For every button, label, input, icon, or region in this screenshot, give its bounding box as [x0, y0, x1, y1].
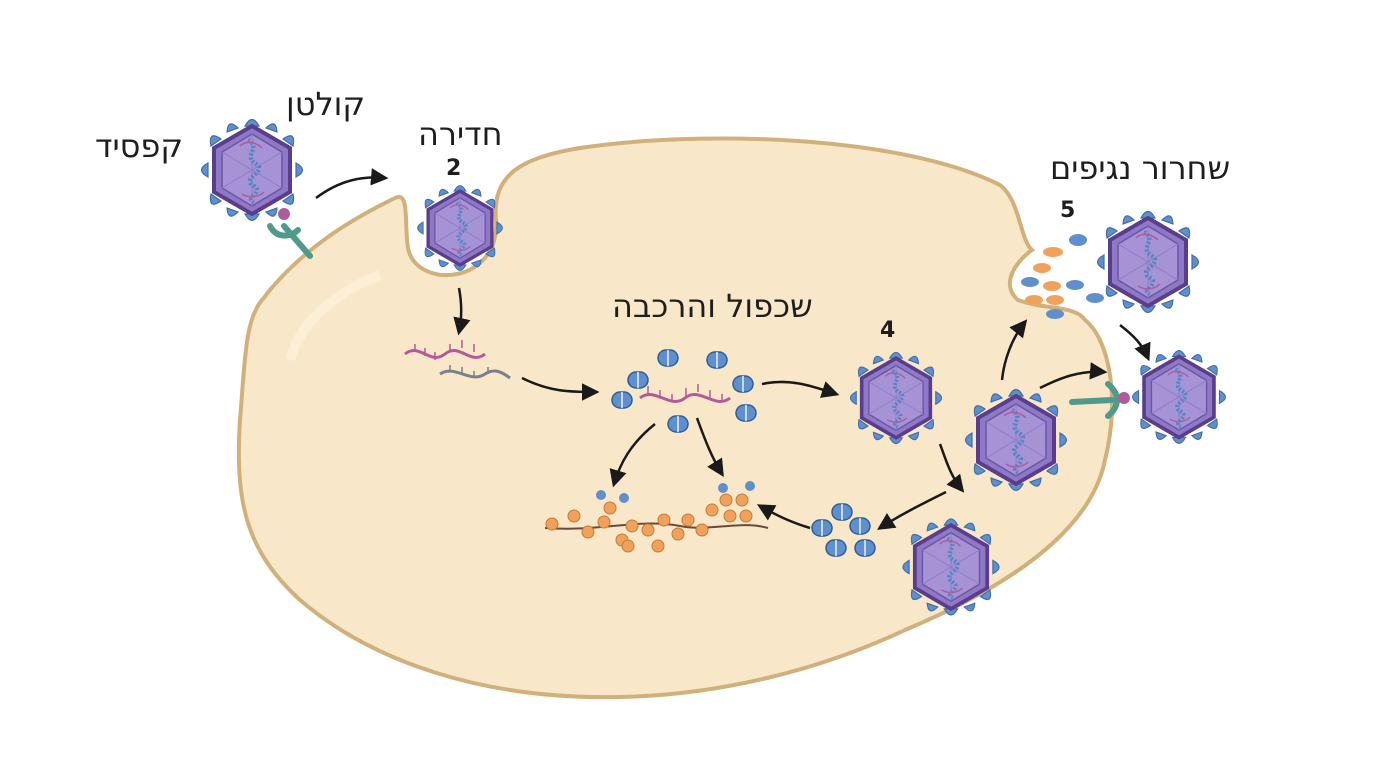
- receptor-icon: [267, 208, 313, 259]
- virus-bound-outside-icon: [1133, 351, 1226, 444]
- virion-release-label: שחרור נגיפים: [1050, 149, 1231, 187]
- step-4-number: 4: [880, 318, 896, 343]
- step-5-number: 5: [1060, 198, 1076, 223]
- replication-assembly-label: שכפול והרכבה: [612, 287, 813, 325]
- released-particles: [1021, 234, 1104, 319]
- step-2-number: 2: [446, 156, 462, 181]
- pathway-arrows: [315, 168, 1151, 530]
- receptor-label: קולטן: [286, 85, 366, 123]
- virus-attaching-icon: [202, 120, 303, 221]
- ribosomes-mrna: [544, 481, 769, 553]
- virus-released-top-icon: [1098, 212, 1199, 313]
- penetration-label: חדירה: [418, 115, 503, 153]
- replicating-rna-icon: [639, 384, 731, 403]
- capsid-label: קפסיד: [95, 127, 184, 165]
- receptor-outside-icon: [1069, 381, 1130, 419]
- capsomeres: [611, 349, 876, 557]
- released-rna-icon: [404, 340, 511, 380]
